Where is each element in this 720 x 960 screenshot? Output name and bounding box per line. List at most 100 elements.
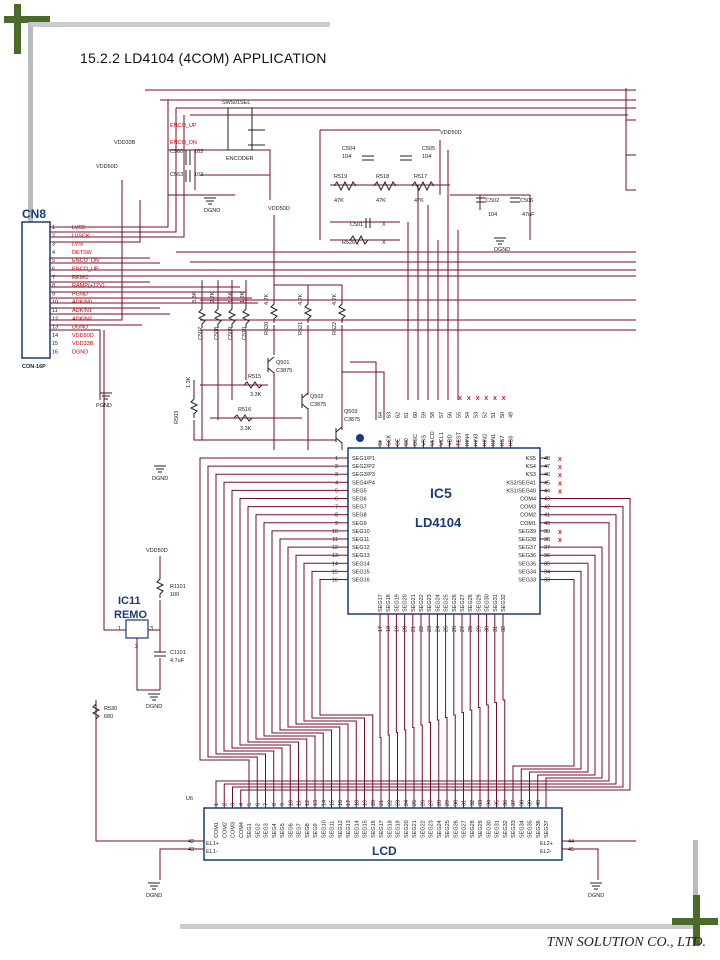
r515-label: R515 [248, 374, 261, 380]
ic5-left-pin-label: SEG16 [352, 578, 370, 584]
ic5-top-pin-number: 63 [387, 412, 393, 418]
ic5-top-pin-label: VLCD [430, 431, 436, 446]
ic5-left-pin-number: 5 [335, 488, 338, 494]
ic5-top-pin-label: KIN3 [474, 434, 480, 446]
lcd-el2m-num: 45 [568, 847, 574, 853]
ic5-bottom-pin-number: 25 [444, 626, 450, 632]
ic11-body [125, 619, 149, 639]
r521-label: R521 [298, 322, 304, 335]
seg-wire [319, 579, 374, 802]
c563-label: C563 [170, 172, 183, 178]
r517-value: 47K [414, 198, 424, 204]
ic5-top-pin-number: 61 [404, 412, 410, 418]
com-seg-wire [520, 570, 582, 802]
seg-wire [271, 530, 340, 802]
seg-wire [379, 622, 382, 802]
lcd-module: U6 LCD COM11COM22COM33COM44SEG15SEG26SEG… [95, 700, 636, 880]
lcd-pin-label: COM2 [222, 822, 228, 838]
ic5-left-pin-label: SEG13 [352, 553, 370, 559]
ic5-left-pin-number: 1 [335, 456, 338, 462]
ic5-right-pin-label: SEG34 [518, 569, 536, 575]
ic5-left-pin-number: 14 [332, 561, 338, 567]
seg-wire [287, 546, 341, 802]
ic5-right-pin-label: KS1/SEG40 [506, 488, 536, 494]
lcd-pin-label: SEG32 [503, 820, 509, 838]
lcd-pin-label: SEG23 [429, 820, 435, 838]
q502-type: C3875 [310, 402, 326, 408]
ic5-left-pin-label: SEG11 [352, 537, 369, 543]
ic5-left-pin-number: 9 [335, 521, 338, 527]
dgnd-label-4: DGND [146, 704, 162, 710]
lcd-el1p-num: 42 [188, 839, 194, 845]
ic5-right-pin-number: 37 [544, 545, 550, 551]
lcd-el1m-num: 43 [188, 847, 194, 853]
r516-value: 3.3K [240, 426, 252, 432]
ic5-left-pin-number: 3 [335, 472, 338, 478]
lcd-pin-label: SEG34 [519, 820, 525, 838]
lcd-pin-number: 29 [445, 800, 451, 806]
c560-label: C560 [170, 149, 183, 155]
lcd-pin-label: SEG27 [462, 820, 468, 838]
seg-wire [207, 465, 340, 802]
ic5-left-pin-number: 7 [335, 505, 338, 511]
com-seg-wire [537, 554, 596, 802]
lcd-pin-label: SEG11 [330, 821, 336, 838]
r522-value: 4.7K [332, 293, 338, 305]
r517-label: R517 [414, 174, 427, 180]
lcd-pin-label: SEG16 [371, 820, 377, 838]
lcd-pin-label: SEG37 [544, 820, 550, 838]
c504-label: C504 [342, 146, 355, 152]
r503-label: R503 [174, 411, 180, 424]
power-labels: VDD33B VDD50D VDD50D VDD50D VDD50D DGND … [96, 130, 604, 899]
c501-label: C501 [350, 222, 363, 228]
lcd-pin-label: SEG18 [387, 820, 393, 838]
ic5-bottom-pin-label: SEG27 [460, 594, 466, 612]
lcd-pin-number: 37 [511, 800, 517, 806]
ic5-left-pin-label: SEG15 [352, 569, 370, 575]
lcd-pin-number: 33 [478, 800, 484, 806]
ic5-top-pin-label: VDD [448, 434, 454, 446]
ic5-right-pin-number: 47 [544, 464, 550, 470]
cn8-pin-number: 5 [52, 258, 55, 264]
lcd-pin-number: 7 [264, 803, 270, 806]
ic5-bottom-pin-number: 18 [386, 626, 392, 632]
lcd-pin-number: 31 [462, 800, 468, 806]
unused-pin-mark: X [558, 530, 562, 536]
ic5-right-pin-label: SEG33 [518, 578, 536, 584]
seg-wire [445, 622, 448, 802]
lcd-pin-label: COM4 [239, 822, 245, 838]
r-val-2: 2.7K [210, 291, 216, 303]
vdd33b-label: VDD33B [114, 140, 136, 146]
ic5-top-pin-number: 50 [500, 412, 506, 418]
ic5-part: LD4104 [415, 515, 462, 530]
ic5-right-pin-number: 41 [544, 513, 550, 519]
ic5-body [347, 447, 541, 615]
lcd-pin-label: SEG3 [264, 823, 270, 838]
ic5-name: IC5 [430, 485, 452, 501]
ic5-right-pin-number: 36 [544, 553, 550, 559]
seg-wire [404, 622, 407, 802]
lcd-pin-label: SEG2 [255, 823, 261, 838]
lcd-pin-label: COM3 [231, 822, 237, 838]
seg-wire [263, 522, 340, 802]
ic5-bottom-pin-number: 17 [378, 626, 384, 632]
ic5-bottom-pin-label: SEG20 [403, 594, 409, 612]
ic5-left-pin-number: 8 [335, 513, 338, 519]
ic5-top-pin-number: 49 [509, 412, 515, 418]
lcd-pin-label: SEG33 [511, 820, 517, 838]
lcd-pin-label: SEG4 [272, 823, 278, 838]
ic5-left-pin-number: 13 [332, 553, 338, 559]
lcd-pin-label: SEG14 [354, 820, 360, 838]
seg-wire [420, 622, 423, 802]
lcd-el2m-label: EL2- [540, 849, 552, 855]
lcd-pin-label: SEG5 [280, 823, 286, 838]
ic5-left-pin-number: 2 [335, 464, 338, 470]
ic5-left-pin-label: SEG8 [352, 513, 367, 519]
lcd-pin-number: 32 [470, 800, 476, 806]
ic5-right-pin-label: KS5 [526, 456, 536, 462]
cn8-pin-label: DETSW [72, 250, 93, 256]
ic5-top-pin-label: OSC [413, 434, 419, 446]
r521-value: 4.7K [298, 293, 304, 305]
unused-pin-mark: X [558, 489, 562, 495]
